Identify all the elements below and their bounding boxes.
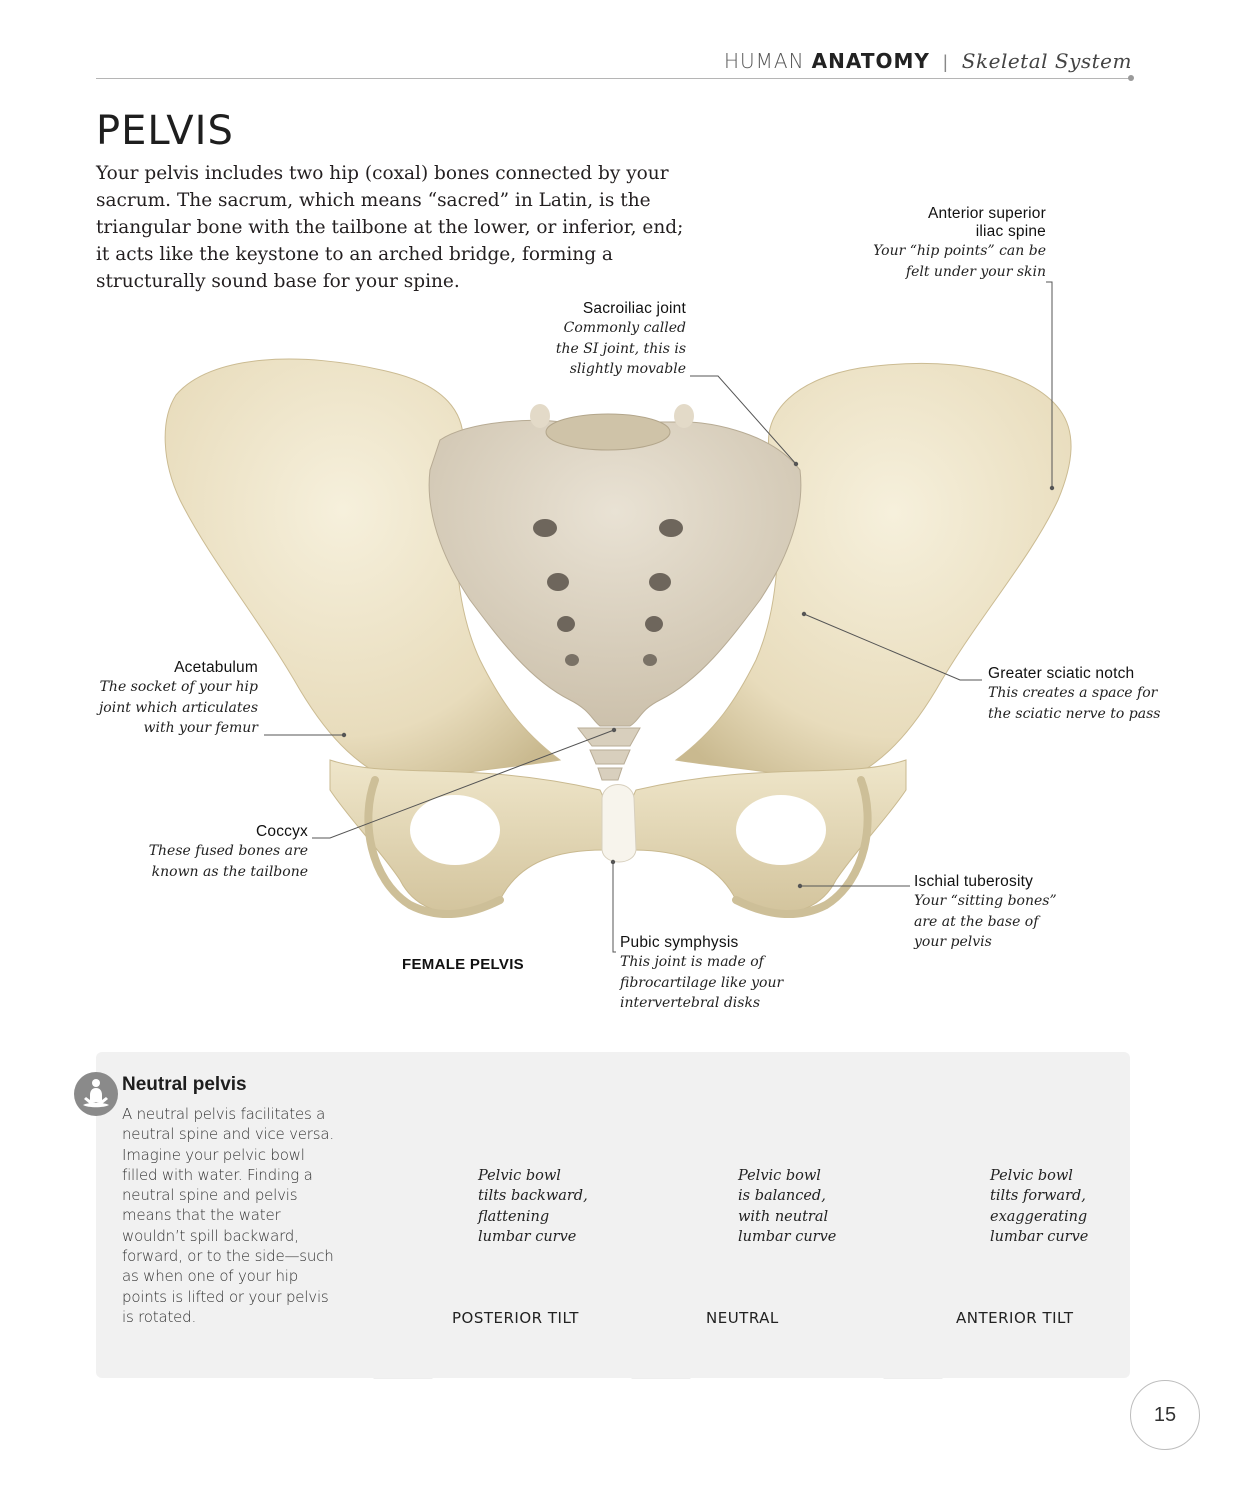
header-separator: |	[942, 52, 949, 72]
callout-sciatic: Greater sciatic notch This creates a spa…	[988, 665, 1160, 724]
header-book-word-bold: ANATOMY	[811, 49, 930, 73]
callout-sciatic-title: Greater sciatic notch	[988, 665, 1135, 682]
header-rule	[96, 78, 1130, 79]
callout-coccyx: Coccyx These fused bones are known as th…	[149, 823, 308, 882]
note-anterior-4: lumbar curve	[990, 1228, 1089, 1245]
callout-si-desc-2: the SI joint, this is	[555, 340, 686, 357]
note-anterior-1: Pelvic bowl	[990, 1168, 1073, 1184]
callout-pubic-title: Pubic symphysis	[620, 934, 739, 951]
figure-caption: FEMALE PELVIS	[402, 956, 524, 973]
leader-asis	[1046, 281, 1053, 488]
callout-acetabulum-desc-3: with your femur	[143, 720, 258, 736]
callout-acetabulum-desc-1: The socket of your hip	[99, 679, 258, 695]
callout-si-desc-1: Commonly called	[563, 320, 686, 336]
note-posterior-1: Pelvic bowl	[478, 1168, 561, 1184]
callout-coccyx-desc-2: known as the tailbone	[151, 863, 308, 880]
callout-asis-desc-2: felt under your skin	[905, 263, 1046, 280]
leader-pubic	[612, 862, 616, 953]
callout-sacroiliac: Sacroiliac joint Commonly called the SI …	[556, 300, 686, 380]
intro-paragraph: Your pelvis includes two hip (coxal) bon…	[96, 163, 684, 292]
note-posterior-4: lumbar curve	[478, 1228, 577, 1245]
left-ilium	[164, 358, 562, 791]
callout-pubic-desc-1: This joint is made of	[620, 954, 764, 970]
note-anterior-3: exaggerating	[990, 1208, 1088, 1225]
note-posterior-3: flattening	[478, 1208, 550, 1225]
callout-pubic: Pubic symphysis This joint is made of fi…	[620, 934, 783, 1014]
note-neutral-2: is balanced,	[738, 1188, 826, 1205]
label-anterior-tilt: ANTERIOR TILT	[956, 1309, 1074, 1327]
callout-acetabulum-title: Acetabulum	[174, 659, 258, 676]
header-rule-dot	[1128, 75, 1134, 81]
callout-coccyx-title: Coccyx	[255, 823, 308, 840]
header-book-word: HUMAN	[723, 49, 805, 73]
callout-acetabulum-desc-2: joint which articulates	[98, 699, 258, 716]
label-neutral: NEUTRAL	[706, 1309, 779, 1327]
note-anterior-2: tilts forward,	[990, 1188, 1086, 1205]
coccyx	[576, 727, 641, 747]
header-section: Skeletal System	[961, 49, 1132, 73]
leader-si	[690, 375, 797, 465]
meditation-icon-glyph	[83, 1079, 109, 1108]
callout-sciatic-desc-1: This creates a space for	[988, 685, 1158, 701]
note-neutral-1: Pelvic bowl	[738, 1168, 821, 1184]
callout-asis-title-1: Anterior superior	[928, 205, 1046, 222]
callout-ischial: Ischial tuberosity Your “sitting bones” …	[914, 873, 1057, 953]
callout-ischial-desc-1: Your “sitting bones”	[914, 893, 1057, 909]
callout-ischial-desc-3: your pelvis	[914, 934, 992, 950]
page-title: PELVIS	[96, 108, 234, 154]
callout-ischial-title: Ischial tuberosity	[914, 873, 1034, 890]
callout-sciatic-desc-2: the sciatic nerve to pass	[988, 705, 1161, 722]
leader-sciatic	[803, 613, 982, 681]
sacrum	[428, 419, 802, 727]
neutral-pelvis-body: A neutral pelvis facilitates a neutral s…	[122, 1105, 334, 1326]
meditation-icon	[74, 1072, 118, 1116]
note-posterior-2: tilts backward,	[478, 1188, 588, 1205]
pubic-symphysis-disc	[601, 784, 637, 863]
label-posterior-tilt: POSTERIOR TILT	[452, 1309, 579, 1327]
callout-asis-title-2: iliac spine	[975, 223, 1046, 240]
note-neutral: Pelvic bowl is balanced, with neutral lu…	[738, 1166, 836, 1247]
callout-acetabulum: Acetabulum The socket of your hip joint …	[99, 659, 258, 739]
note-posterior-tilt: Pelvic bowl tilts backward, flattening l…	[478, 1166, 588, 1247]
callout-ischial-desc-2: are at the base of	[914, 913, 1039, 930]
leader-coccyx	[312, 729, 615, 839]
callout-pubic-desc-3: intervertebral disks	[620, 995, 761, 1011]
callout-asis: Anterior superior iliac spine Your “hip …	[873, 205, 1046, 282]
page-number: 15	[1130, 1380, 1200, 1450]
callout-si-title: Sacroiliac joint	[582, 300, 686, 317]
neutral-pelvis-title: Neutral pelvis	[122, 1074, 247, 1095]
callout-si-desc-3: slightly movable	[569, 361, 686, 377]
callout-pubic-desc-2: fibrocartilage like your	[620, 974, 784, 991]
note-neutral-4: lumbar curve	[738, 1228, 837, 1245]
callout-asis-desc-1: Your “hip points” can be	[873, 243, 1046, 259]
note-anterior-tilt: Pelvic bowl tilts forward, exaggerating …	[990, 1166, 1088, 1247]
running-header: HUMAN ANATOMY | Skeletal System	[724, 48, 1132, 74]
note-neutral-3: with neutral	[738, 1208, 829, 1225]
neutral-pelvis-panel	[96, 1052, 1130, 1378]
callout-coccyx-desc-1: These fused bones are	[148, 843, 308, 859]
